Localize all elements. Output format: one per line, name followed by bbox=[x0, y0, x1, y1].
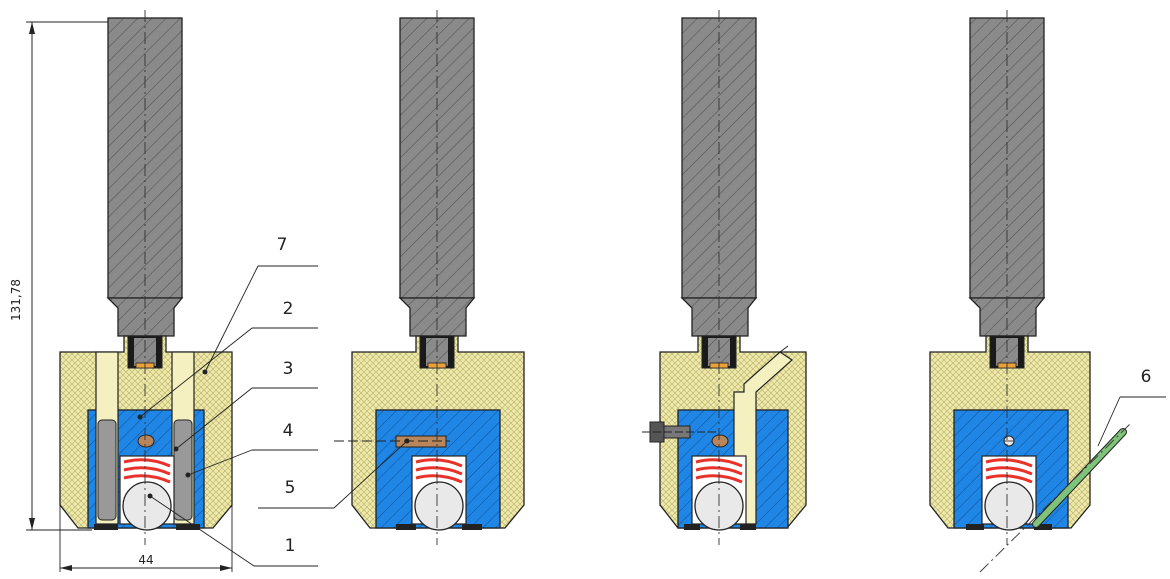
callout-4: 4 bbox=[187, 421, 318, 476]
callout-5: 5 bbox=[258, 440, 408, 509]
variant-c bbox=[642, 10, 807, 545]
ball bbox=[984, 481, 1034, 531]
spring bbox=[985, 458, 1033, 484]
callout-6: 6 bbox=[1097, 367, 1166, 447]
callout-3: 3 bbox=[175, 359, 318, 450]
callout-6-label: 6 bbox=[1141, 367, 1152, 387]
retaining-ring bbox=[94, 524, 200, 530]
locking-pin bbox=[711, 434, 729, 448]
callout-2-label: 2 bbox=[283, 299, 294, 319]
locking-pin bbox=[137, 434, 155, 448]
guide-pin-right bbox=[173, 419, 193, 521]
retaining-ring bbox=[684, 524, 756, 530]
ball bbox=[414, 481, 464, 531]
shank-neck bbox=[680, 297, 758, 337]
dimension-width-label: 44 bbox=[138, 553, 153, 567]
callout-1: 1 bbox=[149, 495, 318, 567]
callout-7-label: 7 bbox=[277, 235, 288, 255]
variant-b bbox=[334, 10, 525, 545]
callout-7: 7 bbox=[204, 235, 318, 373]
dimension-width: 44 bbox=[59, 505, 233, 572]
callout-1-label: 1 bbox=[285, 536, 296, 556]
variant-a bbox=[59, 10, 233, 545]
shank-neck bbox=[106, 297, 184, 337]
inclined-rod-fill bbox=[1033, 429, 1126, 527]
ball bbox=[122, 481, 172, 531]
callout-5-label: 5 bbox=[285, 478, 296, 498]
dimension-height: 131,78 bbox=[9, 21, 108, 531]
shank-neck bbox=[968, 297, 1046, 337]
variant-d bbox=[929, 10, 1131, 573]
callout-2: 2 bbox=[139, 299, 318, 418]
shank-neck bbox=[398, 297, 476, 337]
callout-4-label: 4 bbox=[283, 421, 294, 441]
guide-pin-left bbox=[97, 419, 117, 521]
callout-3-label: 3 bbox=[283, 359, 294, 379]
spring bbox=[415, 458, 463, 484]
spring bbox=[123, 458, 171, 484]
rod-axis bbox=[979, 423, 1131, 573]
channel-extension bbox=[779, 345, 789, 353]
dimension-height-label: 131,78 bbox=[9, 279, 23, 321]
retaining-ring bbox=[396, 524, 482, 530]
